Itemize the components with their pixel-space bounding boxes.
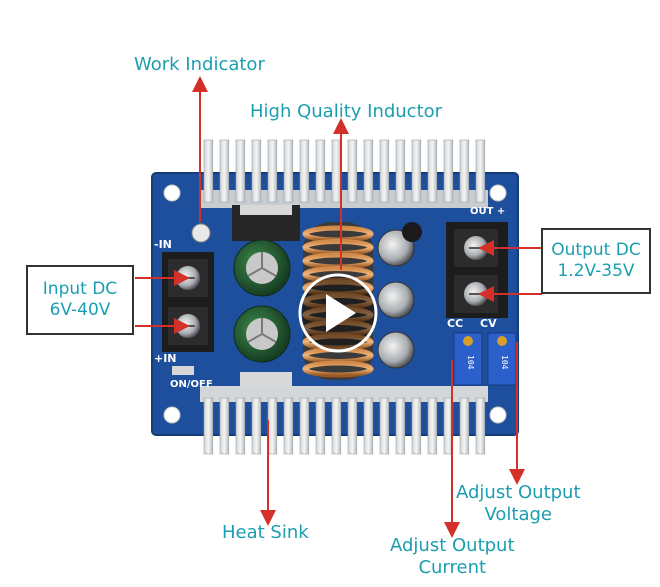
pcb-cv-label: CV (480, 317, 497, 330)
heat-sink-fin (363, 139, 374, 203)
inductor-label: High Quality Inductor (250, 101, 443, 122)
heat-sink-fin (315, 397, 326, 455)
inductor-winding (302, 360, 374, 378)
bottom-transistor (240, 372, 292, 388)
heat-sink-fin (347, 139, 358, 203)
heat-sink-fin (363, 397, 374, 455)
input-dc-range: 6V-40V (49, 300, 111, 320)
heat-sink-fin (315, 139, 326, 203)
adjust-voltage-line2: Voltage (484, 504, 553, 525)
input-capacitors (233, 239, 291, 363)
heat-sink-fin (283, 139, 294, 203)
adjust-current-line2: Current (418, 557, 487, 578)
heat-sink-label: Heat Sink (222, 522, 309, 543)
input-terminal-block (162, 252, 214, 352)
heat-sink-fin (235, 139, 246, 203)
heat-sink-fin (443, 139, 454, 203)
pcb-out-plus-label: OUT + (470, 206, 506, 217)
heat-sink-fin (347, 397, 358, 455)
heat-sink-fin (251, 139, 262, 203)
heat-sink-fin (395, 139, 406, 203)
input-dc-box: Input DC 6V-40V (26, 265, 134, 335)
mounting-hole (163, 406, 181, 424)
top-heat-sink (200, 139, 488, 208)
heat-sink-fin (411, 397, 422, 455)
input-dc-title: Input DC (42, 279, 118, 299)
adjust-voltage-label: Adjust Output Voltage (456, 482, 581, 526)
play-button-icon[interactable] (298, 273, 378, 353)
heat-sink-fin (219, 397, 230, 455)
work-indicator-label: Work Indicator (134, 54, 265, 75)
onoff-pads (172, 366, 194, 375)
heat-sink-fin (331, 397, 342, 455)
pcb-neg-in-label: -IN (154, 238, 172, 251)
output-dc-range: 1.2V-35V (557, 261, 635, 281)
toroidal-inductor (302, 222, 374, 380)
work-indicator-led (191, 223, 211, 243)
heat-sink-fin (427, 397, 438, 455)
adjust-current-line1: Adjust Output (390, 535, 515, 556)
heat-sink-fin (379, 397, 390, 455)
mounting-hole (489, 184, 507, 202)
heat-sink-fin (267, 139, 278, 203)
pcb-pos-in-label: +IN (154, 352, 177, 365)
heat-sink-fin (475, 139, 486, 203)
heat-sink-fin (459, 139, 470, 203)
output-terminal-block (446, 222, 508, 318)
adjust-voltage-line1: Adjust Output (456, 482, 581, 503)
heat-sink-fin (427, 139, 438, 203)
heat-sink-fin (283, 397, 294, 455)
potentiometers: 104 104 (453, 332, 517, 386)
heat-sink-fin (459, 397, 470, 455)
heat-sink-fin (203, 139, 214, 203)
output-dc-title: Output DC (551, 240, 641, 260)
mounting-hole (163, 184, 181, 202)
heat-sink-fin (395, 397, 406, 455)
heat-sink-fin (299, 139, 310, 203)
pcb-onoff-label: ON/OFF (170, 379, 213, 390)
heat-sink-fin (475, 397, 486, 455)
heat-sink-fin (267, 397, 278, 455)
heat-sink-fin (331, 139, 342, 203)
heat-sink-fin (411, 139, 422, 203)
heat-sink-fin (235, 397, 246, 455)
heat-sink-fin (219, 139, 230, 203)
heat-sink-fin (299, 397, 310, 455)
callout-arrows (135, 76, 542, 538)
svg-text:104: 104 (466, 355, 475, 370)
bottom-heat-sink (200, 386, 488, 455)
output-capacitors (377, 222, 422, 369)
pcb-cc-label: CC (447, 317, 464, 330)
output-dc-box: Output DC 1.2V-35V (541, 228, 651, 294)
heat-sink-fin (203, 397, 214, 455)
heat-sink-fin (251, 397, 262, 455)
svg-text:104: 104 (500, 355, 509, 370)
heat-sink-fin (379, 139, 390, 203)
adjust-current-label: Adjust Output Current (390, 535, 515, 579)
mounting-hole (489, 406, 507, 424)
